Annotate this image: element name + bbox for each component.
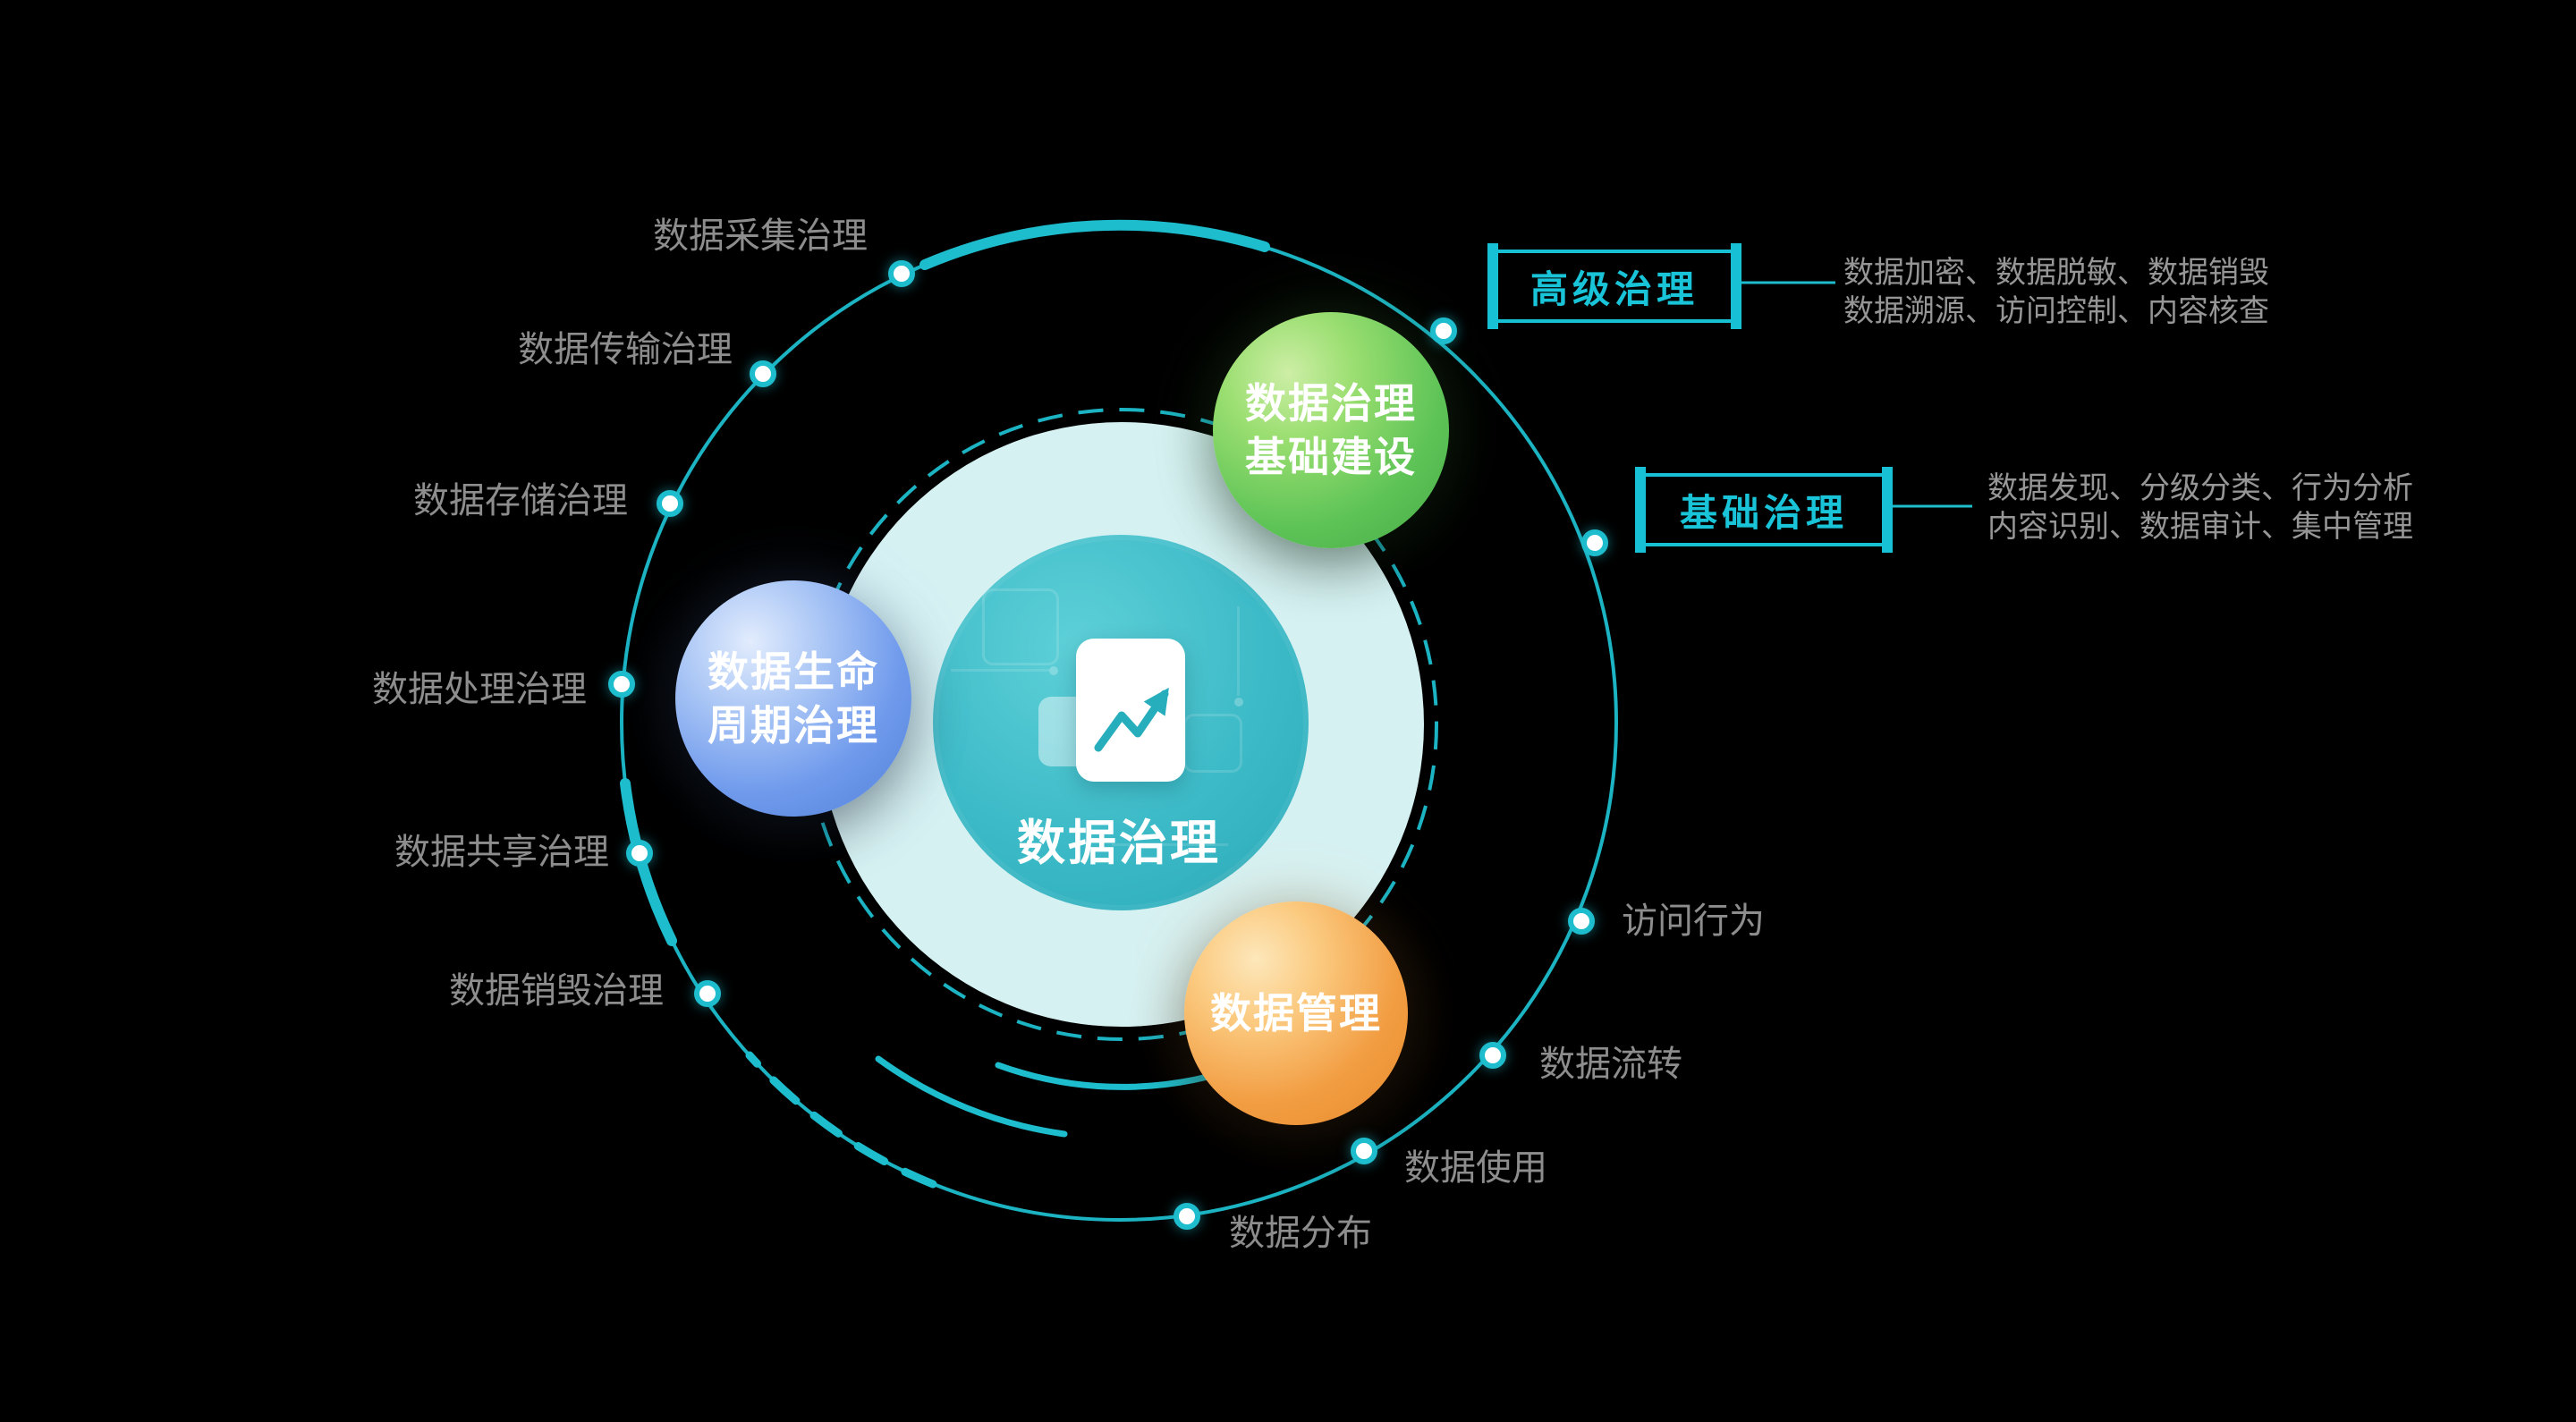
callout-desc-line: 数据加密、数据脱敏、数据销毁: [1843, 256, 2269, 290]
bubble-text-line: 周期治理: [708, 702, 879, 749]
orbit-label-data-collection: 数据采集治理: [653, 216, 868, 256]
circuit-decoration: [982, 588, 1059, 665]
orbit-thick-arc-top: [919, 219, 1270, 270]
orbit-label-data-distribution: 数据分布: [1229, 1214, 1372, 1253]
orbit-dot-data-storage: [657, 490, 683, 517]
orbit-dot-data-destruction: [694, 980, 721, 1007]
callout-label: 高级治理: [1530, 267, 1699, 310]
trend-line-icon: [1094, 687, 1169, 752]
circuit-decoration: [1049, 666, 1058, 675]
orbit-dot-data-distribution: [1174, 1203, 1200, 1230]
bubble-text-line: 数据管理: [1210, 990, 1382, 1037]
orbit-label-data-flow: 数据流转: [1539, 1045, 1682, 1084]
orbit-dot-basic-governance: [1581, 529, 1608, 556]
orbit-dot-data-processing: [608, 671, 635, 698]
circuit-decoration: [951, 669, 1049, 672]
orbit-label-data-processing: 数据处理治理: [372, 670, 587, 709]
orbit-dot-data-collection: [888, 260, 915, 287]
callout-box-basic-governance: 基础治理: [1635, 467, 1893, 553]
bubble-text-line: 数据治理: [1245, 380, 1417, 427]
orbit-label-data-storage: 数据存储治理: [413, 481, 628, 521]
circuit-decoration: [1112, 843, 1228, 846]
orbit-label-data-usage: 数据使用: [1404, 1148, 1547, 1188]
circuit-decoration: [1234, 698, 1243, 707]
orbit-label-data-transmission: 数据传输治理: [518, 330, 733, 369]
orbit-dot-access-behavior: [1568, 908, 1595, 935]
orbit-label-data-sharing: 数据共享治理: [394, 833, 609, 872]
callout-label: 基础治理: [1679, 491, 1848, 534]
orbit-dashed-arc-bottom-left: [745, 1051, 937, 1189]
orbit-dot-data-transmission: [750, 360, 776, 387]
callout-box-advanced-governance: 高级治理: [1487, 243, 1741, 329]
bubble-governance-infrastructure: 数据治理 基础建设: [1213, 312, 1449, 548]
orbit-label-data-destruction: 数据销毁治理: [449, 971, 664, 1011]
callout-desc-basic-governance: 数据发现、分级分类、行为分析 内容识别、数据审计、集中管理: [1987, 470, 2413, 546]
bubble-text-line: 基础建设: [1245, 434, 1417, 480]
core-title: 数据治理: [1017, 817, 1221, 870]
orbit-dot-advanced-governance: [1430, 317, 1457, 344]
callout-desc-line: 内容识别、数据审计、集中管理: [1987, 510, 2413, 544]
callout-desc-advanced-governance: 数据加密、数据脱敏、数据销毁 数据溯源、访问控制、内容核查: [1843, 254, 2269, 331]
bubble-data-lifecycle-governance: 数据生命 周期治理: [675, 580, 911, 817]
callout-desc-line: 数据发现、分级分类、行为分析: [1987, 471, 2413, 505]
orbit-dot-data-flow: [1479, 1042, 1506, 1069]
inner-arc-fragment-2: [875, 1055, 1068, 1138]
callout-desc-line: 数据溯源、访问控制、内容核查: [1843, 294, 2269, 328]
orbit-dot-data-usage: [1351, 1138, 1377, 1164]
circuit-decoration: [1237, 606, 1240, 696]
orbit-dot-data-sharing: [626, 840, 653, 867]
bubble-text-line: 数据生命: [708, 648, 879, 695]
orbit-label-access-behavior: 访问行为: [1622, 901, 1765, 941]
bubble-data-management: 数据管理: [1184, 901, 1408, 1125]
